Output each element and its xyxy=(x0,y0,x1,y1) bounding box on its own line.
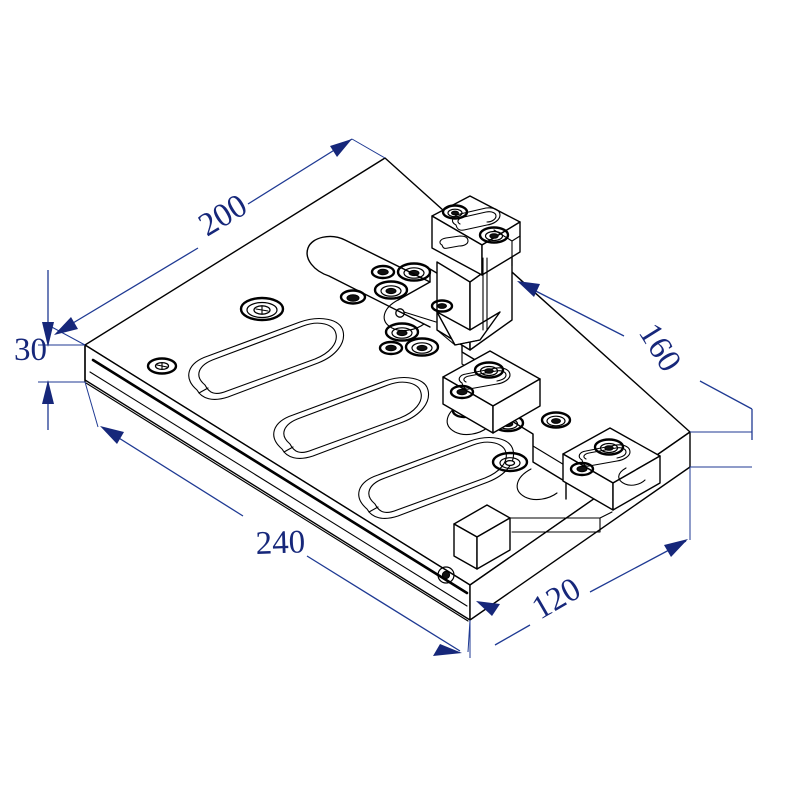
dimension-240-text: 240 xyxy=(255,524,306,562)
dimension-30-arrow-top xyxy=(42,322,54,347)
dowel-hole-2 xyxy=(378,340,404,356)
oval-slot-1-opening xyxy=(188,318,345,400)
oval-slot-1-depth-line xyxy=(198,387,209,394)
plate-ledge-line-inner-2 xyxy=(85,382,469,622)
step-relief-arc-2 xyxy=(446,403,488,436)
clamp-block-middle-slot xyxy=(458,367,511,390)
hole-cluster-lower xyxy=(378,322,440,357)
clamp-tower-underside-slot xyxy=(439,235,469,249)
clamp-block-middle-screw-1 xyxy=(473,361,505,379)
step-relief-arc-3 xyxy=(516,468,558,501)
clamp-tower-top-block-right xyxy=(481,221,521,276)
plate-ledge-line-inner xyxy=(89,371,468,607)
front-recess-edge xyxy=(599,511,613,519)
clamp-tower-rod xyxy=(482,257,488,331)
dimension-30-text: 30 xyxy=(14,332,47,368)
clamp-block-lower-screw-2 xyxy=(569,461,595,477)
slot-group xyxy=(188,318,515,519)
dimension-120-text: 120 xyxy=(526,571,587,627)
front-edge-notch xyxy=(453,504,613,570)
dimension-240-line xyxy=(102,427,461,652)
dimension-240: 240 xyxy=(84,381,471,656)
counterbore-hole-4 xyxy=(396,262,432,282)
clamp-block-middle-right xyxy=(492,378,541,434)
dimension-200-text: 200 xyxy=(193,188,254,244)
clamp-block-lower-slot xyxy=(578,444,631,467)
dimension-200-arrow-end xyxy=(54,317,78,335)
dimension-200-extension xyxy=(47,138,386,346)
clamp-block-lower xyxy=(562,427,661,511)
clamp-block-lower-screw-1 xyxy=(593,438,625,456)
dowel-hole-1 xyxy=(370,264,396,280)
clamp-tower-nose-screw xyxy=(430,299,454,313)
clamp-tower-block-chamfer xyxy=(493,229,521,267)
dimension-120-arrow-start xyxy=(476,601,500,616)
clamp-block-middle xyxy=(442,350,541,434)
oval-slot-3-opening xyxy=(358,437,515,519)
clamp-tower-nose-edge xyxy=(436,329,481,346)
side-wall-hole xyxy=(437,566,455,584)
dimension-160-text: 160 xyxy=(631,317,688,378)
clamp-block-lower-relief-arc xyxy=(618,467,646,486)
counterbore-hole-3 xyxy=(339,289,367,305)
dimension-120-arrow-end xyxy=(664,539,688,557)
clamp-tower-arm xyxy=(306,235,431,328)
dimension-160-line xyxy=(519,282,753,440)
clamp-tower-screw-2 xyxy=(478,226,510,244)
oval-slot-3-depth-line xyxy=(368,506,379,513)
dimension-240-arrow-start xyxy=(100,426,124,444)
clamp-tower-bar-slot-floor xyxy=(457,211,497,225)
counterbore-hole-10 xyxy=(540,411,572,429)
dimension-120-extension xyxy=(469,467,691,658)
dimension-30-extension xyxy=(38,344,85,383)
counterbore-hole-6 xyxy=(384,322,420,342)
clamp-tower-screw-1 xyxy=(441,204,469,220)
clamp-tower-nose xyxy=(436,311,501,346)
dimension-240-arrow-end xyxy=(433,644,462,656)
front-recess-outline xyxy=(509,517,601,533)
clamp-tower-bar-slot xyxy=(451,207,501,231)
counterbore-hole-5 xyxy=(373,280,409,300)
oval-slot-1 xyxy=(188,318,345,400)
counterbore-hole-1 xyxy=(239,296,285,322)
dimension-30: 30 xyxy=(14,270,85,430)
oval-slot-2-opening xyxy=(273,377,430,459)
oval-slot-1-floor xyxy=(198,322,337,394)
counterbore-hole-11 xyxy=(491,451,529,473)
counterbore-hole-7 xyxy=(404,337,440,357)
clamp-block-lower-right xyxy=(612,455,661,511)
front-notch-right xyxy=(476,517,511,570)
plate-ledge-line-outer xyxy=(91,358,469,595)
oval-slot-2 xyxy=(273,377,430,459)
dimension-30-arrow-bottom xyxy=(42,380,54,404)
counterbore-hole-2 xyxy=(146,357,178,375)
dimension-160-extension xyxy=(690,431,752,468)
oval-slot-2-floor xyxy=(283,381,422,453)
clamp-block-middle-screw-2 xyxy=(449,384,475,400)
dimension-160-arrow-start xyxy=(517,281,540,297)
hole-cluster-upper xyxy=(370,262,432,300)
oval-slot-2-depth-line xyxy=(283,446,294,453)
clamp-tower xyxy=(306,195,521,351)
dimension-200-arrow-start xyxy=(330,139,352,157)
